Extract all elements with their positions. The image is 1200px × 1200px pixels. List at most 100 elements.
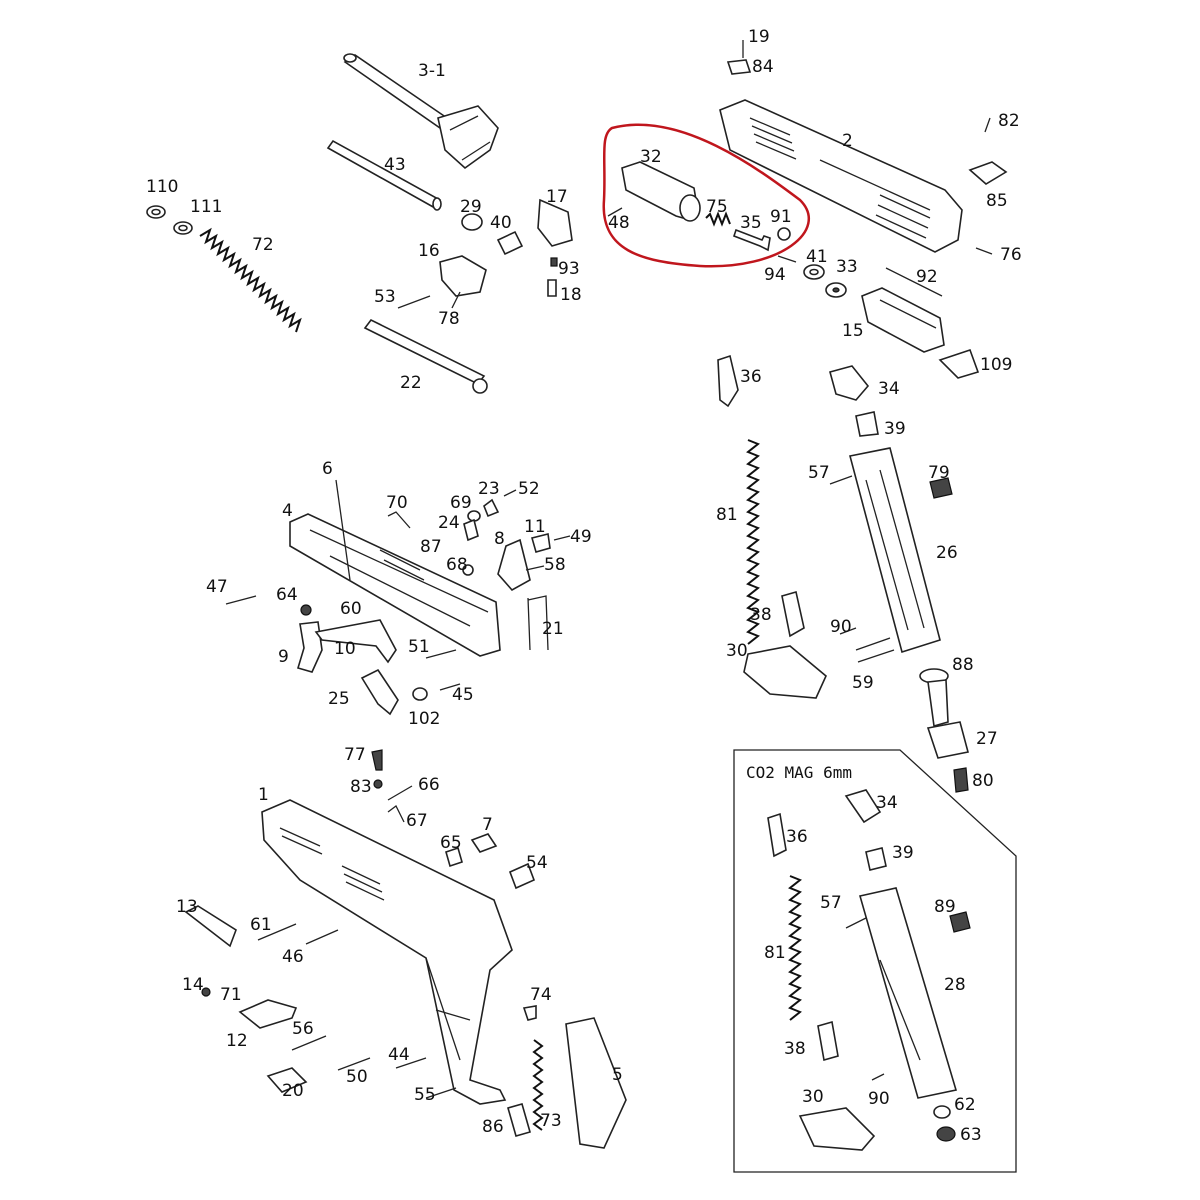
label-102: 102 — [408, 709, 440, 729]
inset-label-57: 57 — [820, 893, 842, 913]
label-1: 1 — [258, 785, 269, 805]
label-93: 93 — [558, 259, 580, 279]
label-11: 11 — [524, 517, 546, 537]
inset-pin-part-90 — [871, 1073, 885, 1081]
part-labels: 19 84 82 2 85 76 3-1 43 110 111 72 29 17… — [146, 27, 1022, 1137]
label-86: 86 — [482, 1117, 504, 1137]
screw-part-80 — [953, 767, 969, 793]
spring-part-67 — [387, 805, 405, 823]
inset-label-36: 36 — [786, 827, 808, 847]
inset-screw-part-89 — [949, 911, 971, 933]
inset-label-90: 90 — [868, 1089, 890, 1109]
inset-label-89: 89 — [934, 897, 956, 917]
label-90: 90 — [830, 617, 852, 637]
pin-part-50 — [337, 1057, 371, 1071]
part-86 — [507, 1103, 531, 1137]
label-24: 24 — [438, 513, 460, 533]
lip-part-34 — [829, 365, 870, 401]
inset-label-63: 63 — [960, 1125, 982, 1145]
guide-rod-part-22 — [363, 318, 488, 394]
label-13: 13 — [176, 897, 198, 917]
label-81: 81 — [716, 505, 738, 525]
label-36: 36 — [740, 367, 762, 387]
pin-part-48 — [607, 207, 623, 217]
inset-part-38 — [817, 1020, 839, 1062]
label-22: 22 — [400, 373, 422, 393]
pin-part-61 — [257, 923, 297, 941]
label-43: 43 — [384, 155, 406, 175]
label-78: 78 — [438, 309, 460, 329]
guide-tube-part-43 — [326, 139, 442, 211]
label-66: 66 — [418, 775, 440, 795]
label-44: 44 — [388, 1045, 410, 1065]
label-67: 67 — [406, 811, 428, 831]
inset-part-63 — [936, 1126, 956, 1142]
mag-base-part-30 — [743, 645, 827, 699]
inset-labels: CO2 MAG 6mm 34 36 39 57 89 81 28 38 30 9… — [746, 763, 982, 1145]
label-74: 74 — [530, 985, 552, 1005]
inset-part-62 — [933, 1105, 951, 1119]
label-6: 6 — [322, 459, 333, 479]
label-54: 54 — [526, 853, 548, 873]
label-70: 70 — [386, 493, 408, 513]
inset-label-81: 81 — [764, 943, 786, 963]
spring-part-66 — [387, 785, 413, 801]
label-41: 41 — [806, 247, 828, 267]
mag-spring-part-81 — [746, 439, 760, 645]
highlight-circle — [602, 123, 811, 268]
slide-stop-part-13 — [184, 905, 237, 948]
inset-label-34: 34 — [876, 793, 898, 813]
label-10: 10 — [334, 639, 356, 659]
label-60: 60 — [340, 599, 362, 619]
mag-release-part-71-12 — [238, 999, 298, 1029]
label-18: 18 — [560, 285, 582, 305]
loading-nozzle-part-15 — [861, 287, 945, 353]
spring-part-75 — [705, 211, 731, 227]
pin-part-46 — [305, 929, 339, 945]
inset-box — [733, 749, 1017, 1173]
label-3-1: 3-1 — [418, 61, 446, 81]
label-82: 82 — [998, 111, 1020, 131]
label-111: 111 — [190, 197, 222, 217]
label-17: 17 — [546, 187, 568, 207]
label-4: 4 — [282, 501, 293, 521]
label-5: 5 — [612, 1065, 623, 1085]
part-20 — [266, 1067, 308, 1093]
inset-title: CO2 MAG 6mm — [746, 763, 852, 782]
grip-part-5 — [565, 1017, 627, 1149]
inset-follower-part-36 — [767, 812, 787, 858]
part-7 — [470, 833, 498, 853]
label-61: 61 — [250, 915, 272, 935]
label-83: 83 — [350, 777, 372, 797]
pin-part-57 — [829, 475, 853, 485]
label-68: 68 — [446, 555, 468, 575]
label-109: 109 — [980, 355, 1012, 375]
label-21: 21 — [542, 619, 564, 639]
label-57: 57 — [808, 463, 830, 483]
label-56: 56 — [292, 1019, 314, 1039]
label-87: 87 — [420, 537, 442, 557]
inset-base-part-30 — [798, 1107, 876, 1151]
inset-label-28: 28 — [944, 975, 966, 995]
magazine-body-part-26 — [849, 447, 941, 654]
small-parts-group — [225, 489, 571, 716]
label-50: 50 — [346, 1067, 368, 1087]
label-35: 35 — [740, 213, 762, 233]
label-19: 19 — [748, 27, 770, 47]
label-30: 30 — [726, 641, 748, 661]
co2-part-88-27 — [919, 668, 969, 759]
frame-part-1 — [261, 799, 513, 1105]
label-71: 71 — [220, 985, 242, 1005]
inset-pin-part-57 — [845, 917, 867, 929]
part-39 — [855, 411, 879, 437]
recoil-spring-part-72 — [199, 227, 302, 333]
label-16: 16 — [418, 241, 440, 261]
label-84: 84 — [752, 57, 774, 77]
label-29: 29 — [460, 197, 482, 217]
washer-part-111 — [173, 221, 193, 235]
inset-label-30: 30 — [802, 1087, 824, 1107]
pin-part-55 — [425, 1087, 457, 1099]
label-58: 58 — [544, 555, 566, 575]
label-65: 65 — [440, 833, 462, 853]
